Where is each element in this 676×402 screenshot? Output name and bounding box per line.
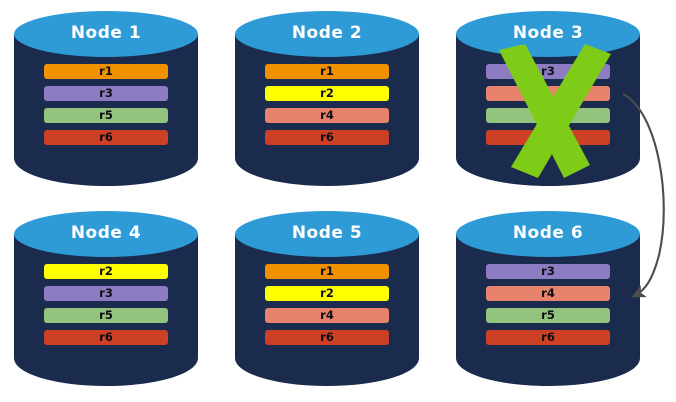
- record-label: r6: [99, 130, 113, 144]
- record-label: r6: [320, 130, 334, 144]
- record-bar[interactable]: r3: [44, 286, 168, 301]
- record-label: r3: [99, 86, 113, 100]
- record-bar[interactable]: r3: [486, 264, 610, 279]
- cylinder-top: [456, 11, 640, 57]
- record-label: r5: [541, 308, 555, 322]
- record-label: r1: [320, 264, 334, 278]
- record-list: r3 r4 r5 r6: [486, 264, 610, 352]
- record-label: r5: [99, 108, 113, 122]
- record-list: r1 r2 r4 r6: [265, 64, 389, 152]
- record-bar[interactable]: r5: [486, 308, 610, 323]
- record-label: r2: [320, 86, 334, 100]
- record-label: r1: [99, 64, 113, 78]
- record-bar[interactable]: r5: [44, 108, 168, 123]
- record-label: r4: [541, 286, 555, 300]
- record-bar[interactable]: r2: [44, 264, 168, 279]
- record-bar[interactable]: r1: [265, 64, 389, 79]
- record-bar[interactable]: r6: [44, 330, 168, 345]
- record-label: r6: [541, 330, 555, 344]
- cylinder-top: [14, 11, 198, 57]
- record-bar[interactable]: [486, 108, 610, 123]
- record-label: r6: [320, 330, 334, 344]
- record-label: r4: [320, 108, 334, 122]
- cylinder-top: [456, 211, 640, 257]
- record-label: r1: [320, 64, 334, 78]
- record-bar[interactable]: r2: [265, 286, 389, 301]
- record-bar[interactable]: [486, 86, 610, 101]
- record-bar[interactable]: r5: [44, 308, 168, 323]
- cylinder-top: [235, 11, 419, 57]
- record-bar[interactable]: r6: [486, 330, 610, 345]
- record-label: r6: [99, 330, 113, 344]
- record-bar[interactable]: r4: [265, 308, 389, 323]
- record-label: r3: [99, 286, 113, 300]
- record-bar[interactable]: r6: [44, 130, 168, 145]
- record-list: r1 r2 r4 r6: [265, 264, 389, 352]
- record-label: r2: [99, 264, 113, 278]
- record-bar[interactable]: r2: [265, 86, 389, 101]
- record-bar[interactable]: r1: [44, 64, 168, 79]
- record-bar[interactable]: r6: [265, 330, 389, 345]
- record-bar[interactable]: r1: [265, 264, 389, 279]
- record-label: r3: [541, 264, 555, 278]
- record-bar[interactable]: r6: [265, 130, 389, 145]
- record-label: r2: [320, 286, 334, 300]
- record-bar[interactable]: r3: [44, 86, 168, 101]
- record-label: r4: [320, 308, 334, 322]
- record-bar[interactable]: r4: [265, 108, 389, 123]
- record-list: r2 r3 r5 r6: [44, 264, 168, 352]
- record-bar[interactable]: r3: [486, 64, 610, 79]
- cylinder-top: [14, 211, 198, 257]
- record-label: r5: [99, 308, 113, 322]
- record-bar[interactable]: [486, 130, 610, 145]
- record-list: r3: [486, 64, 610, 152]
- cylinder-top: [235, 211, 419, 257]
- record-label: r3: [541, 64, 555, 78]
- record-list: r1 r3 r5 r6: [44, 64, 168, 152]
- record-bar[interactable]: r4: [486, 286, 610, 301]
